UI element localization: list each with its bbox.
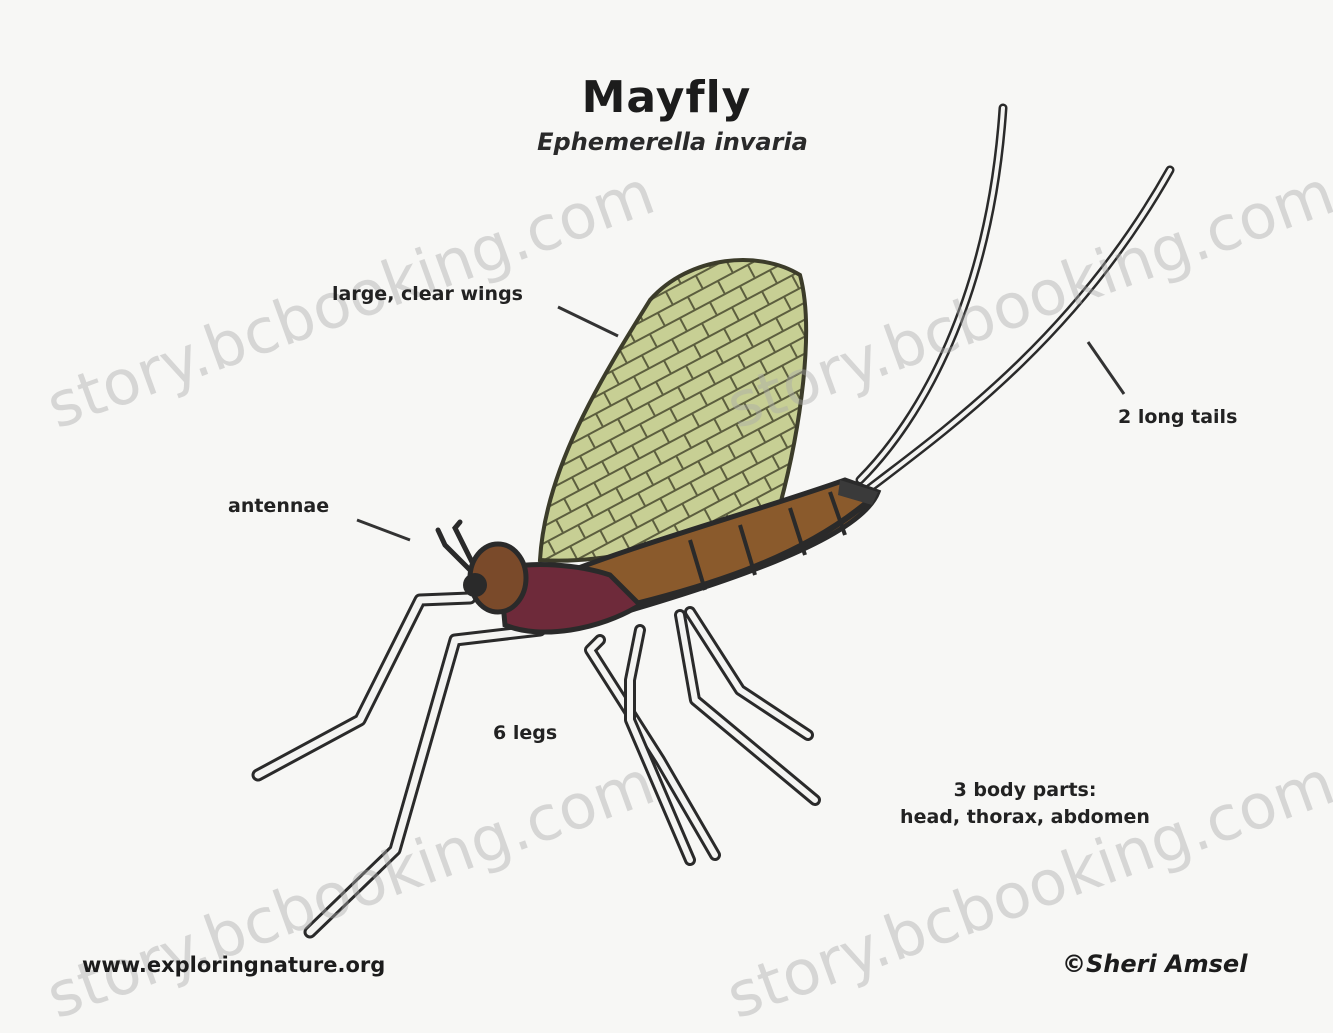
label-legs: 6 legs xyxy=(493,722,557,744)
diagram-subtitle: Ephemerella invaria xyxy=(0,128,1333,156)
label-antennae: antennae xyxy=(228,495,329,517)
antennae xyxy=(438,522,472,570)
wings-pointer xyxy=(558,307,618,336)
label-wings: large, clear wings xyxy=(332,283,523,305)
diagram-title: Mayfly xyxy=(0,72,1333,123)
label-body-parts-1: 3 body parts: xyxy=(880,779,1170,801)
label-tails: 2 long tails xyxy=(1118,406,1237,428)
copyright-credit: ©Sheri Amsel xyxy=(1062,950,1247,978)
website-link[interactable]: www.exploringnature.org xyxy=(82,953,385,977)
legs xyxy=(258,598,815,932)
tails-pointer xyxy=(1088,342,1124,394)
label-body-parts-2: head, thorax, abdomen xyxy=(880,806,1170,828)
antennae-pointer xyxy=(357,520,410,540)
tails xyxy=(860,108,1170,488)
